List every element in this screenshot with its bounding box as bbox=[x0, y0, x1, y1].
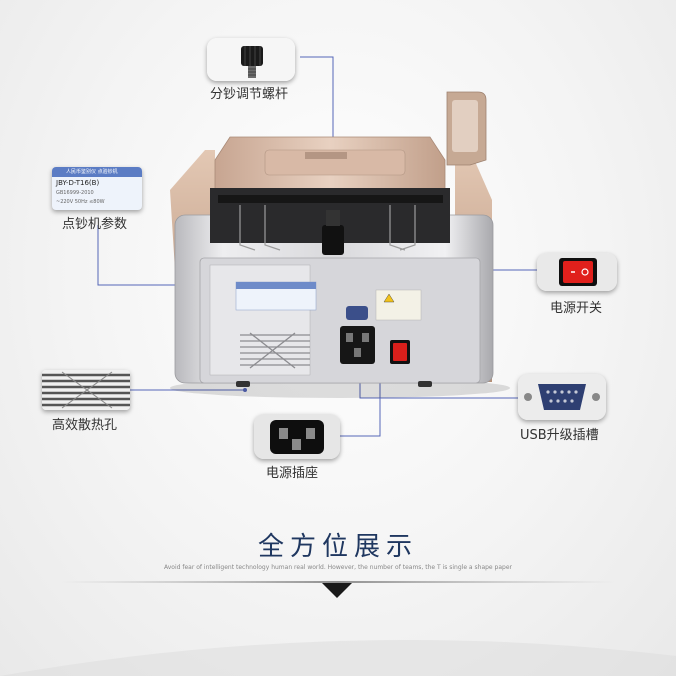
param-sticker-header: 人民币鉴别仪 点验钞机 bbox=[52, 167, 142, 177]
usb-label: USB升级插槽 bbox=[520, 428, 599, 443]
page-subtitle: Avoid fear of intelligent technology hum… bbox=[164, 564, 512, 571]
param-sticker-line2: GB16999-2010 bbox=[56, 190, 94, 196]
vents-callout-image bbox=[42, 370, 130, 410]
socket-callout-image bbox=[254, 414, 340, 459]
screw-label: 分钞调节螺杆 bbox=[210, 87, 289, 102]
params-callout-image: 人民币鉴别仪 点验钞机 JBY-D-T16(B) GB16999-2010 ~2… bbox=[52, 167, 142, 210]
param-sticker-line3: ~220V 50Hz ≤80W bbox=[56, 199, 105, 205]
socket-label: 电源插座 bbox=[266, 466, 319, 481]
params-label: 点钞机参数 bbox=[62, 217, 128, 232]
vent-grille-icon bbox=[42, 370, 130, 410]
power-switch-icon bbox=[537, 253, 617, 291]
power-socket-icon bbox=[254, 414, 340, 459]
page-title: 全方位展示 bbox=[257, 532, 418, 562]
power-switch-label: 电源开关 bbox=[550, 301, 603, 316]
param-sticker-model: JBY-D-T16(B) bbox=[56, 179, 100, 187]
adjustment-screw-icon bbox=[207, 38, 295, 81]
vents-label: 高效散热孔 bbox=[52, 418, 118, 433]
power-switch-callout-image bbox=[537, 253, 617, 291]
screw-callout-image bbox=[207, 38, 295, 81]
bottom-sheen bbox=[0, 640, 676, 676]
usb-callout-image bbox=[518, 374, 606, 420]
serial-port-icon bbox=[518, 374, 606, 420]
divider-arrow bbox=[60, 581, 616, 598]
